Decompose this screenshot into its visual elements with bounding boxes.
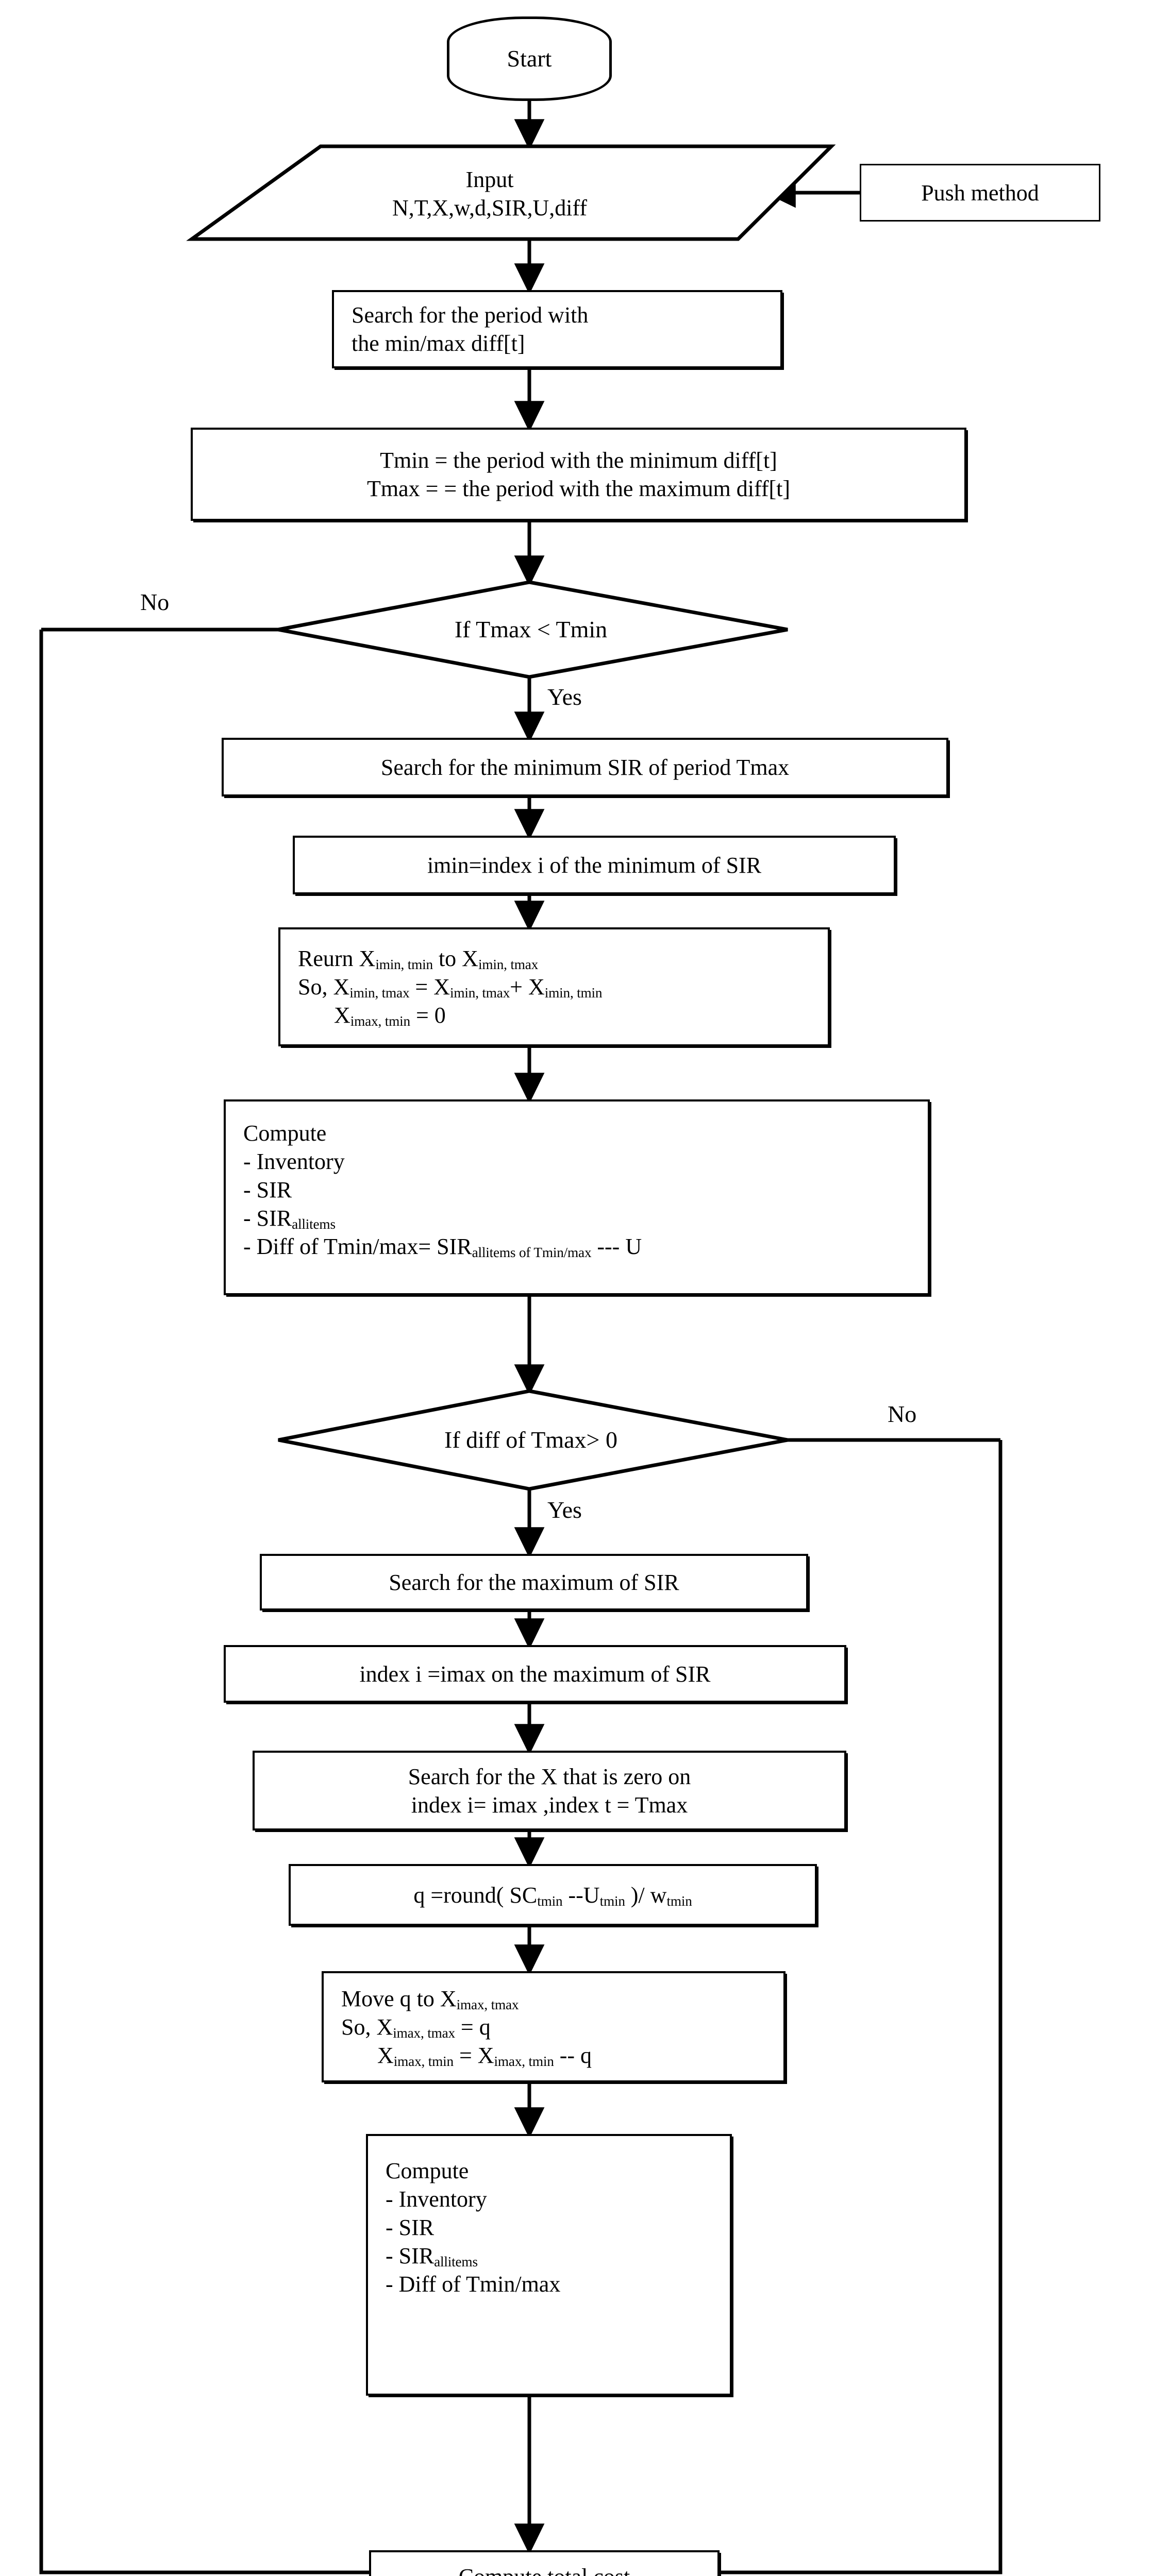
compute-1-line3: - SIR — [243, 1177, 292, 1202]
push-method-label: Push method — [921, 180, 1039, 206]
search-min-sir-label: Search for the minimum SIR of period Tma… — [380, 754, 790, 780]
node-decision-1[interactable]: If Tmax < Tmin — [361, 613, 701, 646]
node-input[interactable]: Input N,T,X,w,d,SIR,U,diff — [258, 155, 722, 233]
node-tmin-tmax[interactable]: Tmin = the period with the minimum diff[… — [191, 428, 966, 521]
search-max-sir-label: Search for the maximum of SIR — [389, 1569, 679, 1595]
compute-1-line2: - Inventory — [243, 1149, 345, 1174]
reurn-x-line3: Ximax, tmin = 0 — [334, 1003, 446, 1029]
imin-label: imin=index i of the minimum of SIR — [427, 852, 762, 878]
move-q-line3: Ximax, tmin = Ximax, tmin -- q — [377, 2042, 592, 2069]
node-imin[interactable]: imin=index i of the minimum of SIR — [293, 836, 896, 894]
compute-1-line5: - Diff of Tmin/max= SIRallitems of Tmin/… — [243, 1234, 642, 1260]
edge-decision1-no-loop — [39, 630, 513, 2576]
search-x-zero-line2: index i= imax ,index t = Tmax — [411, 1792, 688, 1818]
node-reurn-x[interactable]: Reurn Ximin, tmin to Ximin, tmax So, Xim… — [278, 927, 830, 1046]
move-q-line1: Move q to Ximax, tmax — [341, 1986, 519, 2012]
node-start[interactable]: Start — [447, 16, 612, 101]
compute-1-line1: Compute — [243, 1121, 327, 1146]
node-search-x-zero[interactable]: Search for the X that is zero on index i… — [253, 1751, 846, 1831]
node-compute-2[interactable]: Compute - Inventory - SIR - SIRallitems … — [366, 2134, 732, 2396]
reurn-x-line1: Reurn Ximin, tmin to Ximin, tmax — [298, 946, 539, 972]
compute-2-line1: Compute — [386, 2158, 469, 2183]
compute-2-line3: - SIR — [386, 2215, 435, 2240]
node-search-min-sir[interactable]: Search for the minimum SIR of period Tma… — [222, 738, 948, 796]
q-round-expression: q =round( SCtmin --Utmin )/ wtmin — [413, 1882, 692, 1909]
node-decision-2[interactable]: If diff of Tmax> 0 — [361, 1423, 701, 1456]
compute-2-line5: - Diff of Tmin/max — [386, 2272, 561, 2297]
edge-label-yes-2: Yes — [547, 1497, 582, 1523]
edge-label-yes-1: Yes — [547, 684, 582, 710]
search-period-line2: the min/max diff[t] — [352, 331, 525, 356]
decision-1-shape — [278, 580, 788, 679]
move-q-line2: So, Ximax, tmax = q — [341, 2014, 491, 2041]
compute-2-line2: - Inventory — [386, 2187, 487, 2212]
tmin-tmax-line2: Tmax = = the period with the maximum dif… — [366, 476, 791, 501]
edge-label-no-1: No — [140, 589, 170, 615]
node-move-q[interactable]: Move q to Ximax, tmax So, Ximax, tmax = … — [322, 1971, 786, 2082]
node-search-max-sir[interactable]: Search for the maximum of SIR — [260, 1554, 808, 1611]
tmin-tmax-line1: Tmin = the period with the minimum diff[… — [380, 447, 777, 473]
search-x-zero-line1: Search for the X that is zero on — [408, 1764, 691, 1789]
node-q-round[interactable]: q =round( SCtmin --Utmin )/ wtmin — [289, 1864, 817, 1926]
node-search-period[interactable]: Search for the period with the min/max d… — [332, 290, 782, 368]
reurn-x-line2: So, Ximin, tmax = Ximin, tmax+ Ximin, tm… — [298, 974, 603, 1001]
decision-2-shape — [278, 1389, 788, 1491]
node-index-imax[interactable]: index i =imax on the maximum of SIR — [224, 1645, 846, 1703]
node-compute-1[interactable]: Compute - Inventory - SIR - SIRallitems … — [224, 1099, 930, 1295]
search-period-line1: Search for the period with — [352, 302, 589, 328]
decision-1-label: If Tmax < Tmin — [454, 616, 608, 643]
input-shape — [186, 144, 836, 241]
compute-1-line4: - SIRallitems — [243, 1206, 336, 1232]
compute-2-line4: - SIRallitems — [386, 2243, 478, 2269]
compute-total-cost-label: Compute total cost — [459, 2563, 630, 2576]
start-label: Start — [507, 45, 552, 72]
decision-2-label: If diff of Tmax> 0 — [444, 1427, 617, 1453]
index-imax-label: index i =imax on the maximum of SIR — [359, 1661, 711, 1687]
input-line2: N,T,X,w,d,SIR,U,diff — [392, 195, 588, 221]
edge-label-no-2: No — [888, 1401, 917, 1427]
node-compute-total-cost[interactable]: Compute total cost — [369, 2550, 720, 2576]
node-push-method[interactable]: Push method — [860, 164, 1100, 222]
input-line1: Input — [465, 167, 514, 192]
